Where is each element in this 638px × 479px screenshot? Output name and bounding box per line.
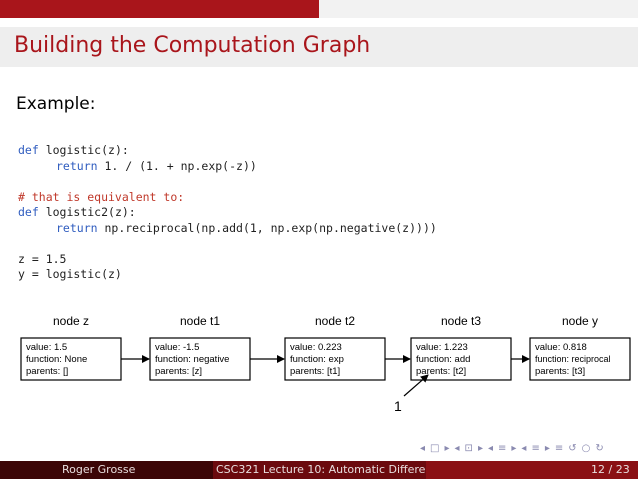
constant-label: 1 — [394, 398, 402, 414]
title-band: Building the Computation Graph — [0, 27, 638, 67]
node-value: value: -1.5 — [155, 342, 199, 353]
node-parents: parents: [t3] — [535, 366, 585, 377]
node-label: node t2 — [315, 314, 355, 328]
nav-search-icon[interactable]: ○ — [581, 442, 591, 454]
code-line: def logistic(z): — [18, 143, 437, 159]
node-function: function: None — [26, 354, 87, 365]
footer-lecture-cell: CSC321 Lecture 10: Automatic Differentia… — [213, 461, 426, 479]
top-bar-grey — [319, 0, 638, 18]
code-line: y = logistic(z) — [18, 267, 437, 283]
code-text: z = 1.5 — [18, 251, 67, 266]
nav-next-icon[interactable]: ▸ — [444, 442, 450, 454]
node-function: function: exp — [290, 354, 344, 365]
nav-next-section-icon[interactable]: ▸ — [511, 442, 517, 454]
nav-prev-subsection-icon[interactable]: ◂ — [454, 442, 460, 454]
code-line: def logistic2(z): — [18, 205, 437, 221]
code-comment: # that is equivalent to: — [18, 189, 185, 204]
node-value: value: 1.223 — [416, 342, 468, 353]
node-value: value: 1.5 — [26, 342, 67, 353]
code-block: def logistic(z):return 1. / (1. + np.exp… — [18, 143, 437, 283]
code-line: return 1. / (1. + np.exp(-z)) — [18, 159, 437, 175]
node-box — [529, 337, 631, 381]
code-line — [18, 174, 437, 190]
node-parents: parents: [] — [26, 366, 68, 377]
code-line: # that is equivalent to: — [18, 190, 437, 206]
nav-forward-icon[interactable]: ↻ — [595, 442, 604, 454]
beamer-navigation[interactable]: ◂ □ ▸ ◂ ⊡ ▸ ◂ ≡ ▸ ◂ ≡ ▸ ≡ ↺ ○ ↻ — [420, 441, 638, 455]
node-function: function: negative — [155, 354, 229, 365]
node-value: value: 0.818 — [535, 342, 587, 353]
nav-slide-icon[interactable]: ≡ — [531, 442, 540, 454]
code-keyword: return — [56, 220, 98, 235]
footer-author-cell: Roger Grosse — [0, 461, 213, 479]
node-label: node y — [562, 314, 598, 328]
code-keyword: def — [18, 205, 39, 219]
node-box — [284, 337, 386, 381]
code-text: logistic2(z): — [38, 205, 136, 219]
nav-zoom-icon[interactable]: ≡ — [554, 442, 564, 454]
nav-first-icon[interactable]: ◂ — [420, 442, 426, 454]
node-box — [20, 337, 122, 381]
code-line — [18, 236, 437, 252]
footer-bar: Roger Grosse CSC321 Lecture 10: Automati… — [0, 461, 638, 479]
top-decoration-bar — [0, 0, 638, 18]
node-parents: parents: [z] — [155, 366, 202, 377]
node-parents: parents: [t1] — [290, 366, 340, 377]
node-label: node z — [53, 314, 89, 328]
nav-next-subsection-icon[interactable]: ▸ — [477, 442, 483, 454]
code-text: logistic(z): — [38, 143, 129, 157]
constant-arrow — [403, 374, 429, 397]
node-parents: parents: [t2] — [416, 366, 466, 377]
code-line: return np.reciprocal(np.add(1, np.exp(np… — [18, 221, 437, 237]
nav-prev-slide-icon[interactable]: ◂ — [521, 442, 527, 454]
code-text: 1. / (1. + np.exp(-z)) — [97, 158, 257, 173]
code-keyword: return — [56, 158, 98, 173]
node-function: function: add — [416, 354, 470, 365]
code-keyword: def — [18, 143, 39, 157]
nav-subsection-icon[interactable]: ⊡ — [464, 442, 473, 454]
node-label: node t1 — [180, 314, 220, 328]
footer-author: Roger Grosse — [62, 463, 136, 476]
node-box — [149, 337, 251, 381]
nav-next-slide-icon[interactable]: ▸ — [544, 442, 550, 454]
footer-page-cell: 12 / 23 — [426, 461, 638, 479]
node-label: node t3 — [441, 314, 481, 328]
nav-prev-section-icon[interactable]: ◂ — [487, 442, 493, 454]
example-label: Example: — [16, 94, 96, 114]
constant-input: 1 — [394, 374, 429, 414]
node-function: function: reciprocal — [535, 354, 611, 364]
footer-page-number: 12 / 23 — [591, 463, 630, 476]
slide-title: Building the Computation Graph — [14, 33, 371, 58]
node-value: value: 0.223 — [290, 342, 342, 353]
nav-frame-icon[interactable]: □ — [430, 442, 440, 454]
top-bar-red — [0, 0, 319, 18]
code-line: z = 1.5 — [18, 252, 437, 268]
footer-lecture: CSC321 Lecture 10: Automatic Differentia… — [216, 463, 426, 476]
nav-section-icon[interactable]: ≡ — [498, 442, 507, 454]
nav-back-icon[interactable]: ↺ — [568, 442, 577, 454]
code-text: np.reciprocal(np.add(1, np.exp(np.negati… — [97, 220, 437, 235]
code-text: y = logistic(z) — [18, 267, 122, 281]
